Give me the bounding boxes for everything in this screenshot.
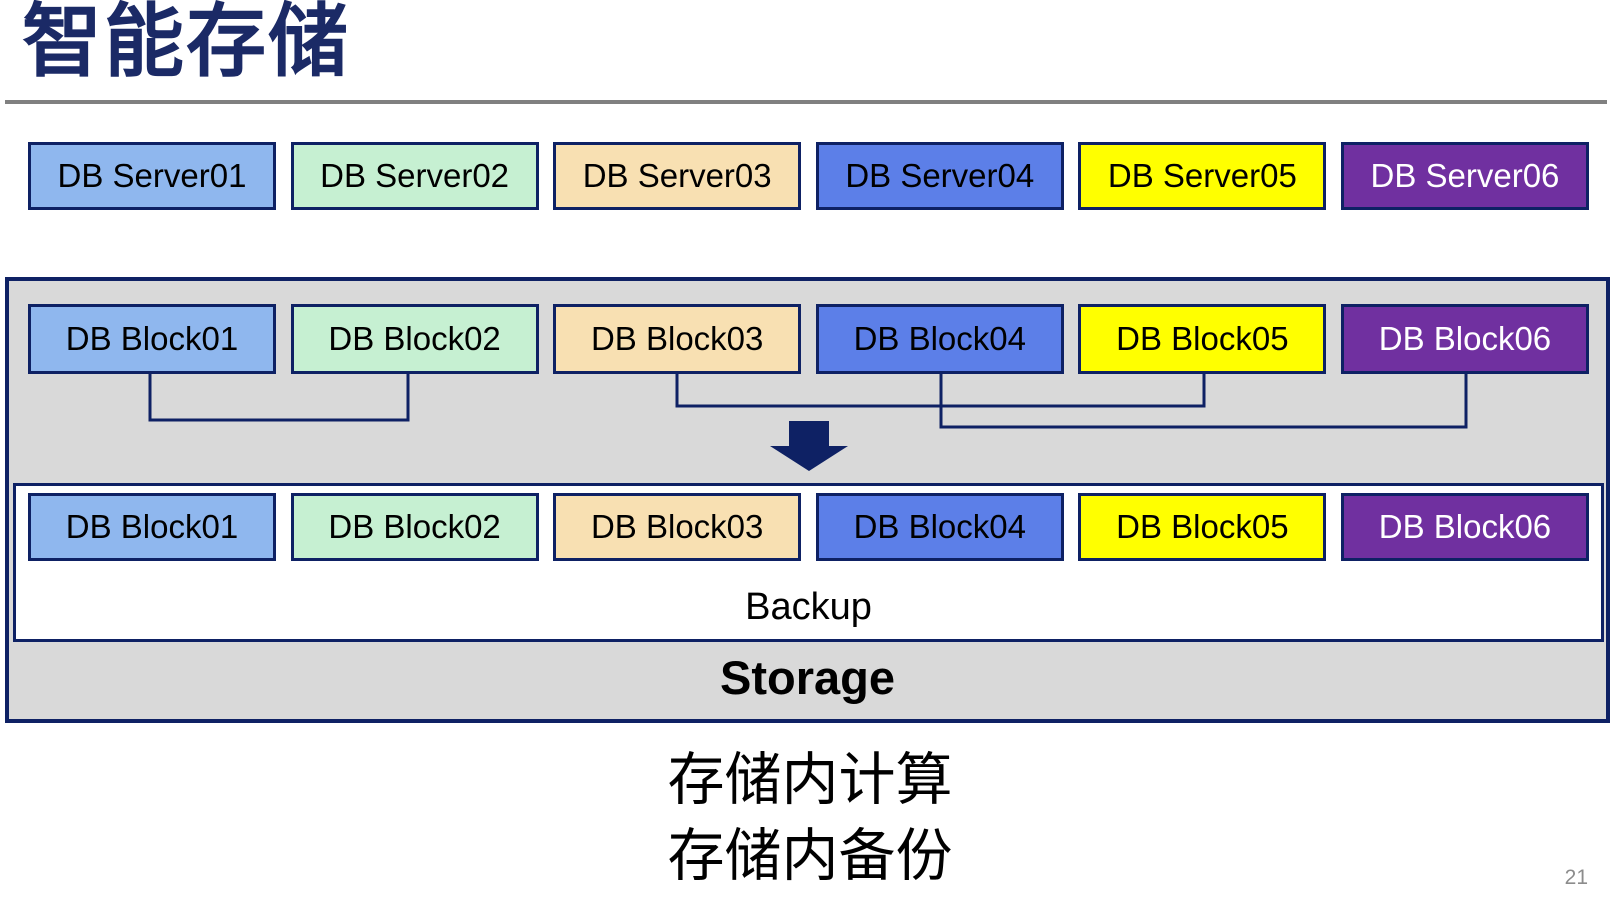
db-block-box: DB Block01 [28,304,276,374]
storage-label: Storage [720,651,895,704]
db-block-box: DB Block04 [815,304,1064,374]
db-block-box: DB Block02 [290,304,539,374]
db-block-box: DB Block06 [1340,304,1589,374]
db-block-box: DB Block03 [553,304,802,374]
caption-line-backup: 存储内备份 [667,824,953,888]
backup-block-box: DB Block04 [815,493,1064,561]
page-title: 智能存储 [22,0,350,86]
db-server-box: DB Server06 [1340,142,1589,210]
db-server-box: DB Server04 [815,142,1064,210]
backup-panel [13,483,1604,642]
db-server-box: DB Server05 [1078,142,1327,210]
backup-block-box: DB Block03 [553,493,802,561]
db-block-box: DB Block05 [1078,304,1327,374]
backup-block-box: DB Block02 [290,493,539,561]
caption: 存储内计算 存储内备份 [0,742,1620,894]
backup-label: Backup [745,586,872,628]
page-number: 21 [1564,866,1588,889]
backup-block-box: DB Block01 [28,493,276,561]
db-server-row: DB Server01 DB Server02 DB Server03 DB S… [28,142,1589,210]
backup-block-box: DB Block05 [1078,493,1327,561]
db-block-row: DB Block01 DB Block02 DB Block03 DB Bloc… [28,304,1589,374]
backup-block-box: DB Block06 [1340,493,1589,561]
title-divider [5,100,1607,104]
db-server-box: DB Server01 [28,142,276,210]
db-server-box: DB Server03 [553,142,802,210]
backup-block-row: DB Block01 DB Block02 DB Block03 DB Bloc… [28,493,1589,561]
db-server-box: DB Server02 [290,142,539,210]
caption-line-compute: 存储内计算 [667,748,953,812]
